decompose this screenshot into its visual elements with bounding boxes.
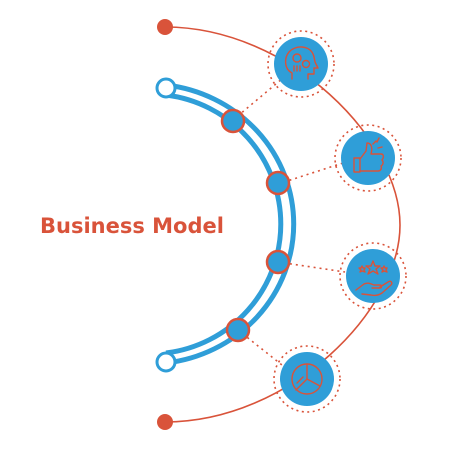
inner-arc-inner-band (165, 92, 284, 356)
diagram-title: Business Model (40, 214, 224, 238)
arc-node-1 (220, 108, 246, 134)
head-gears-icon (267, 30, 335, 98)
pie-chart-icon (273, 345, 341, 413)
arc-node-3 (265, 249, 291, 275)
inner-arc-top-end (155, 77, 177, 99)
thumbs-up-icon (334, 124, 402, 192)
hand-stars-icon (339, 242, 407, 310)
outer-arc-top-end (157, 19, 173, 35)
inner-arc-outer-band (165, 82, 297, 366)
arc-node-4 (225, 317, 251, 343)
dotted-connectors (232, 77, 346, 374)
outer-arc-bottom-end (157, 414, 173, 430)
inner-arc-bottom-end (155, 351, 177, 373)
arc-node-2 (265, 170, 291, 196)
connector-1 (232, 77, 284, 121)
